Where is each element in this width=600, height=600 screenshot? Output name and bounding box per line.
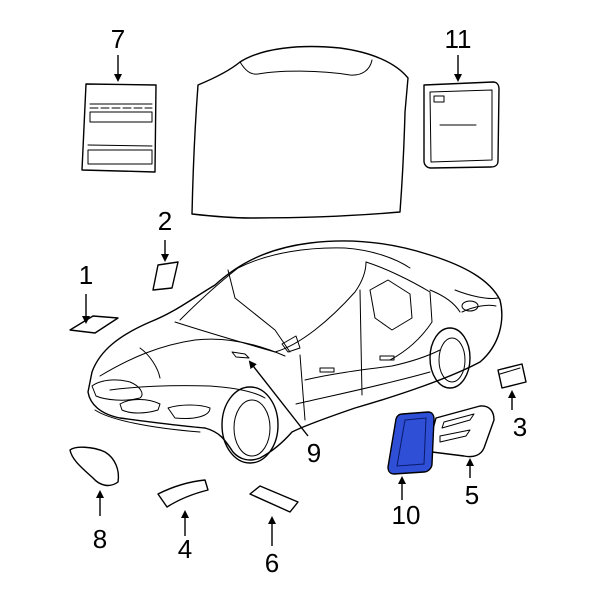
callout-3: 3	[513, 412, 527, 442]
callout-5: 5	[465, 480, 479, 510]
callout-2: 2	[158, 206, 172, 236]
callout-7: 7	[111, 24, 125, 54]
callout-9: 9	[307, 438, 321, 468]
part-6-label	[249, 485, 299, 513]
part-5-label	[427, 405, 495, 458]
part-8-label	[69, 446, 120, 487]
callout-11: 11	[445, 24, 472, 54]
part-11-label	[423, 81, 500, 169]
car-outline	[87, 240, 503, 464]
callout-10: 10	[392, 500, 421, 530]
part-10-label-highlighted	[387, 411, 435, 475]
leader-arrows	[82, 55, 516, 546]
part-3-label	[497, 363, 527, 389]
part-4-label	[157, 479, 209, 508]
part-2-label	[152, 261, 179, 291]
part-7-label	[81, 83, 157, 173]
callout-4: 4	[178, 534, 192, 564]
hood-outline	[191, 45, 409, 219]
part-1-label	[69, 315, 119, 334]
callout-1: 1	[79, 260, 93, 290]
callout-6: 6	[265, 548, 279, 578]
callout-8: 8	[93, 524, 107, 554]
